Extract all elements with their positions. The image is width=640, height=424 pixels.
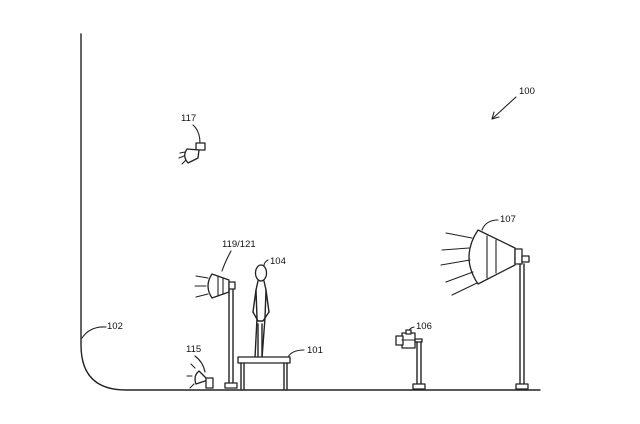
label-117: 117 bbox=[181, 113, 196, 124]
camera-icon bbox=[396, 330, 422, 348]
leader-115 bbox=[195, 356, 205, 372]
arrow-100 bbox=[492, 97, 516, 119]
label-106: 106 bbox=[416, 321, 432, 332]
camera-tripod bbox=[413, 342, 425, 389]
side-light-stand bbox=[225, 290, 237, 388]
leader-104 bbox=[264, 260, 268, 266]
main-light-stand bbox=[516, 264, 528, 389]
leader-107 bbox=[482, 220, 498, 230]
ceiling-light-icon bbox=[179, 143, 205, 164]
leader-117 bbox=[193, 125, 200, 143]
label-101: 101 bbox=[307, 345, 323, 356]
label-102: 102 bbox=[107, 321, 123, 332]
backdrop bbox=[81, 34, 540, 390]
subject-figure bbox=[253, 265, 269, 358]
label-115: 115 bbox=[186, 344, 201, 355]
platform-table bbox=[238, 357, 290, 389]
label-107: 107 bbox=[500, 214, 516, 225]
leader-101 bbox=[288, 350, 304, 357]
floor-light-icon bbox=[187, 364, 213, 388]
label-104: 104 bbox=[270, 256, 286, 267]
label-119-121: 119/121 bbox=[222, 239, 256, 250]
leader-119-121 bbox=[222, 251, 231, 271]
leader-102 bbox=[82, 327, 106, 338]
main-light-icon bbox=[441, 230, 529, 295]
label-100: 100 bbox=[519, 86, 535, 97]
